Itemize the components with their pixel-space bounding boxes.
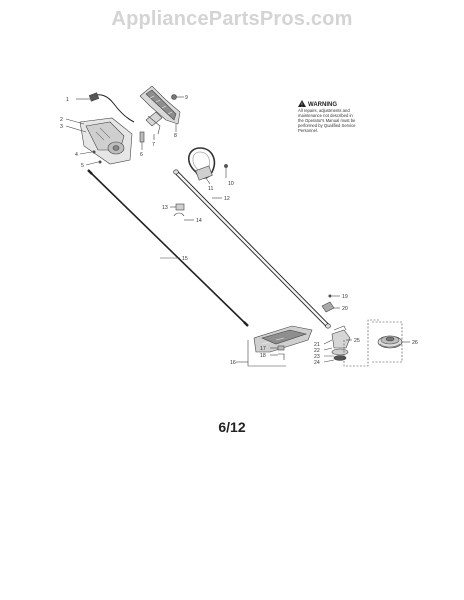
callout-2: 2 — [60, 117, 63, 123]
warning-line-3: the Operator's Manual must be — [298, 118, 356, 123]
callout-9: 9 — [185, 95, 188, 101]
callout-21: 21 — [314, 342, 320, 348]
part-gear-head — [323, 319, 380, 367]
part-gear-screw — [328, 294, 340, 298]
callout-24: 24 — [314, 360, 320, 366]
page-number: 6/12 — [218, 419, 246, 435]
part-line-cutter — [270, 345, 285, 360]
callout-18: 18 — [260, 353, 266, 359]
callout-15: 15 — [182, 256, 188, 262]
callout-5: 5 — [81, 163, 84, 169]
callout-1: 1 — [66, 97, 69, 103]
warning-notice: ! WARNING All repairs, adjustments and m… — [298, 100, 356, 133]
callout-4: 4 — [75, 152, 78, 158]
callout-11: 11 — [208, 186, 213, 192]
callout-22: 22 — [314, 348, 320, 354]
part-handle-bolt — [224, 164, 228, 178]
part-assist-handle — [188, 147, 216, 185]
callout-12: 12 — [224, 196, 230, 202]
callout-25: 25 — [354, 338, 360, 344]
callout-10: 10 — [228, 181, 234, 187]
part-guard-assembly — [236, 325, 313, 367]
callout-20: 20 — [342, 306, 348, 312]
part-engine-housing — [65, 117, 133, 166]
callout-labels: 1 2 3 4 5 6 7 8 9 10 11 12 13 14 15 16 1… — [60, 95, 418, 366]
svg-text:!: ! — [301, 102, 302, 108]
part-shaft-bushing — [170, 203, 185, 211]
part-handle-screw — [171, 94, 184, 100]
warning-line-2: maintenance not described in — [298, 113, 353, 118]
warning-title: WARNING — [308, 102, 337, 108]
part-drive-shaft — [87, 169, 249, 327]
callout-13: 13 — [162, 205, 168, 211]
warning-line-5: Personnel. — [298, 128, 318, 133]
watermark: AppliancePartsPros.com — [111, 8, 353, 30]
callout-16: 16 — [230, 360, 236, 366]
callout-7: 7 — [152, 142, 155, 148]
warning-line-4: performed by Qualified Service — [298, 123, 356, 128]
callout-8: 8 — [174, 133, 177, 139]
callout-14: 14 — [196, 218, 202, 224]
warning-line-1: All repairs, adjustments and — [298, 108, 350, 113]
callout-17: 17 — [260, 346, 266, 352]
callout-3: 3 — [60, 124, 63, 130]
callout-26: 26 — [412, 340, 418, 346]
part-throttle-cable — [76, 92, 135, 123]
callout-23: 23 — [314, 354, 320, 360]
part-clamp — [139, 111, 163, 150]
part-trimmer-head — [372, 321, 410, 363]
part-gearbox-cover — [321, 301, 340, 313]
part-throttle-handle — [139, 85, 181, 132]
part-shaft-clip — [173, 212, 194, 221]
callout-6: 6 — [140, 152, 143, 158]
callout-19: 19 — [342, 294, 348, 300]
part-shaft-tube — [173, 169, 331, 329]
warning-triangle-icon — [298, 100, 306, 107]
